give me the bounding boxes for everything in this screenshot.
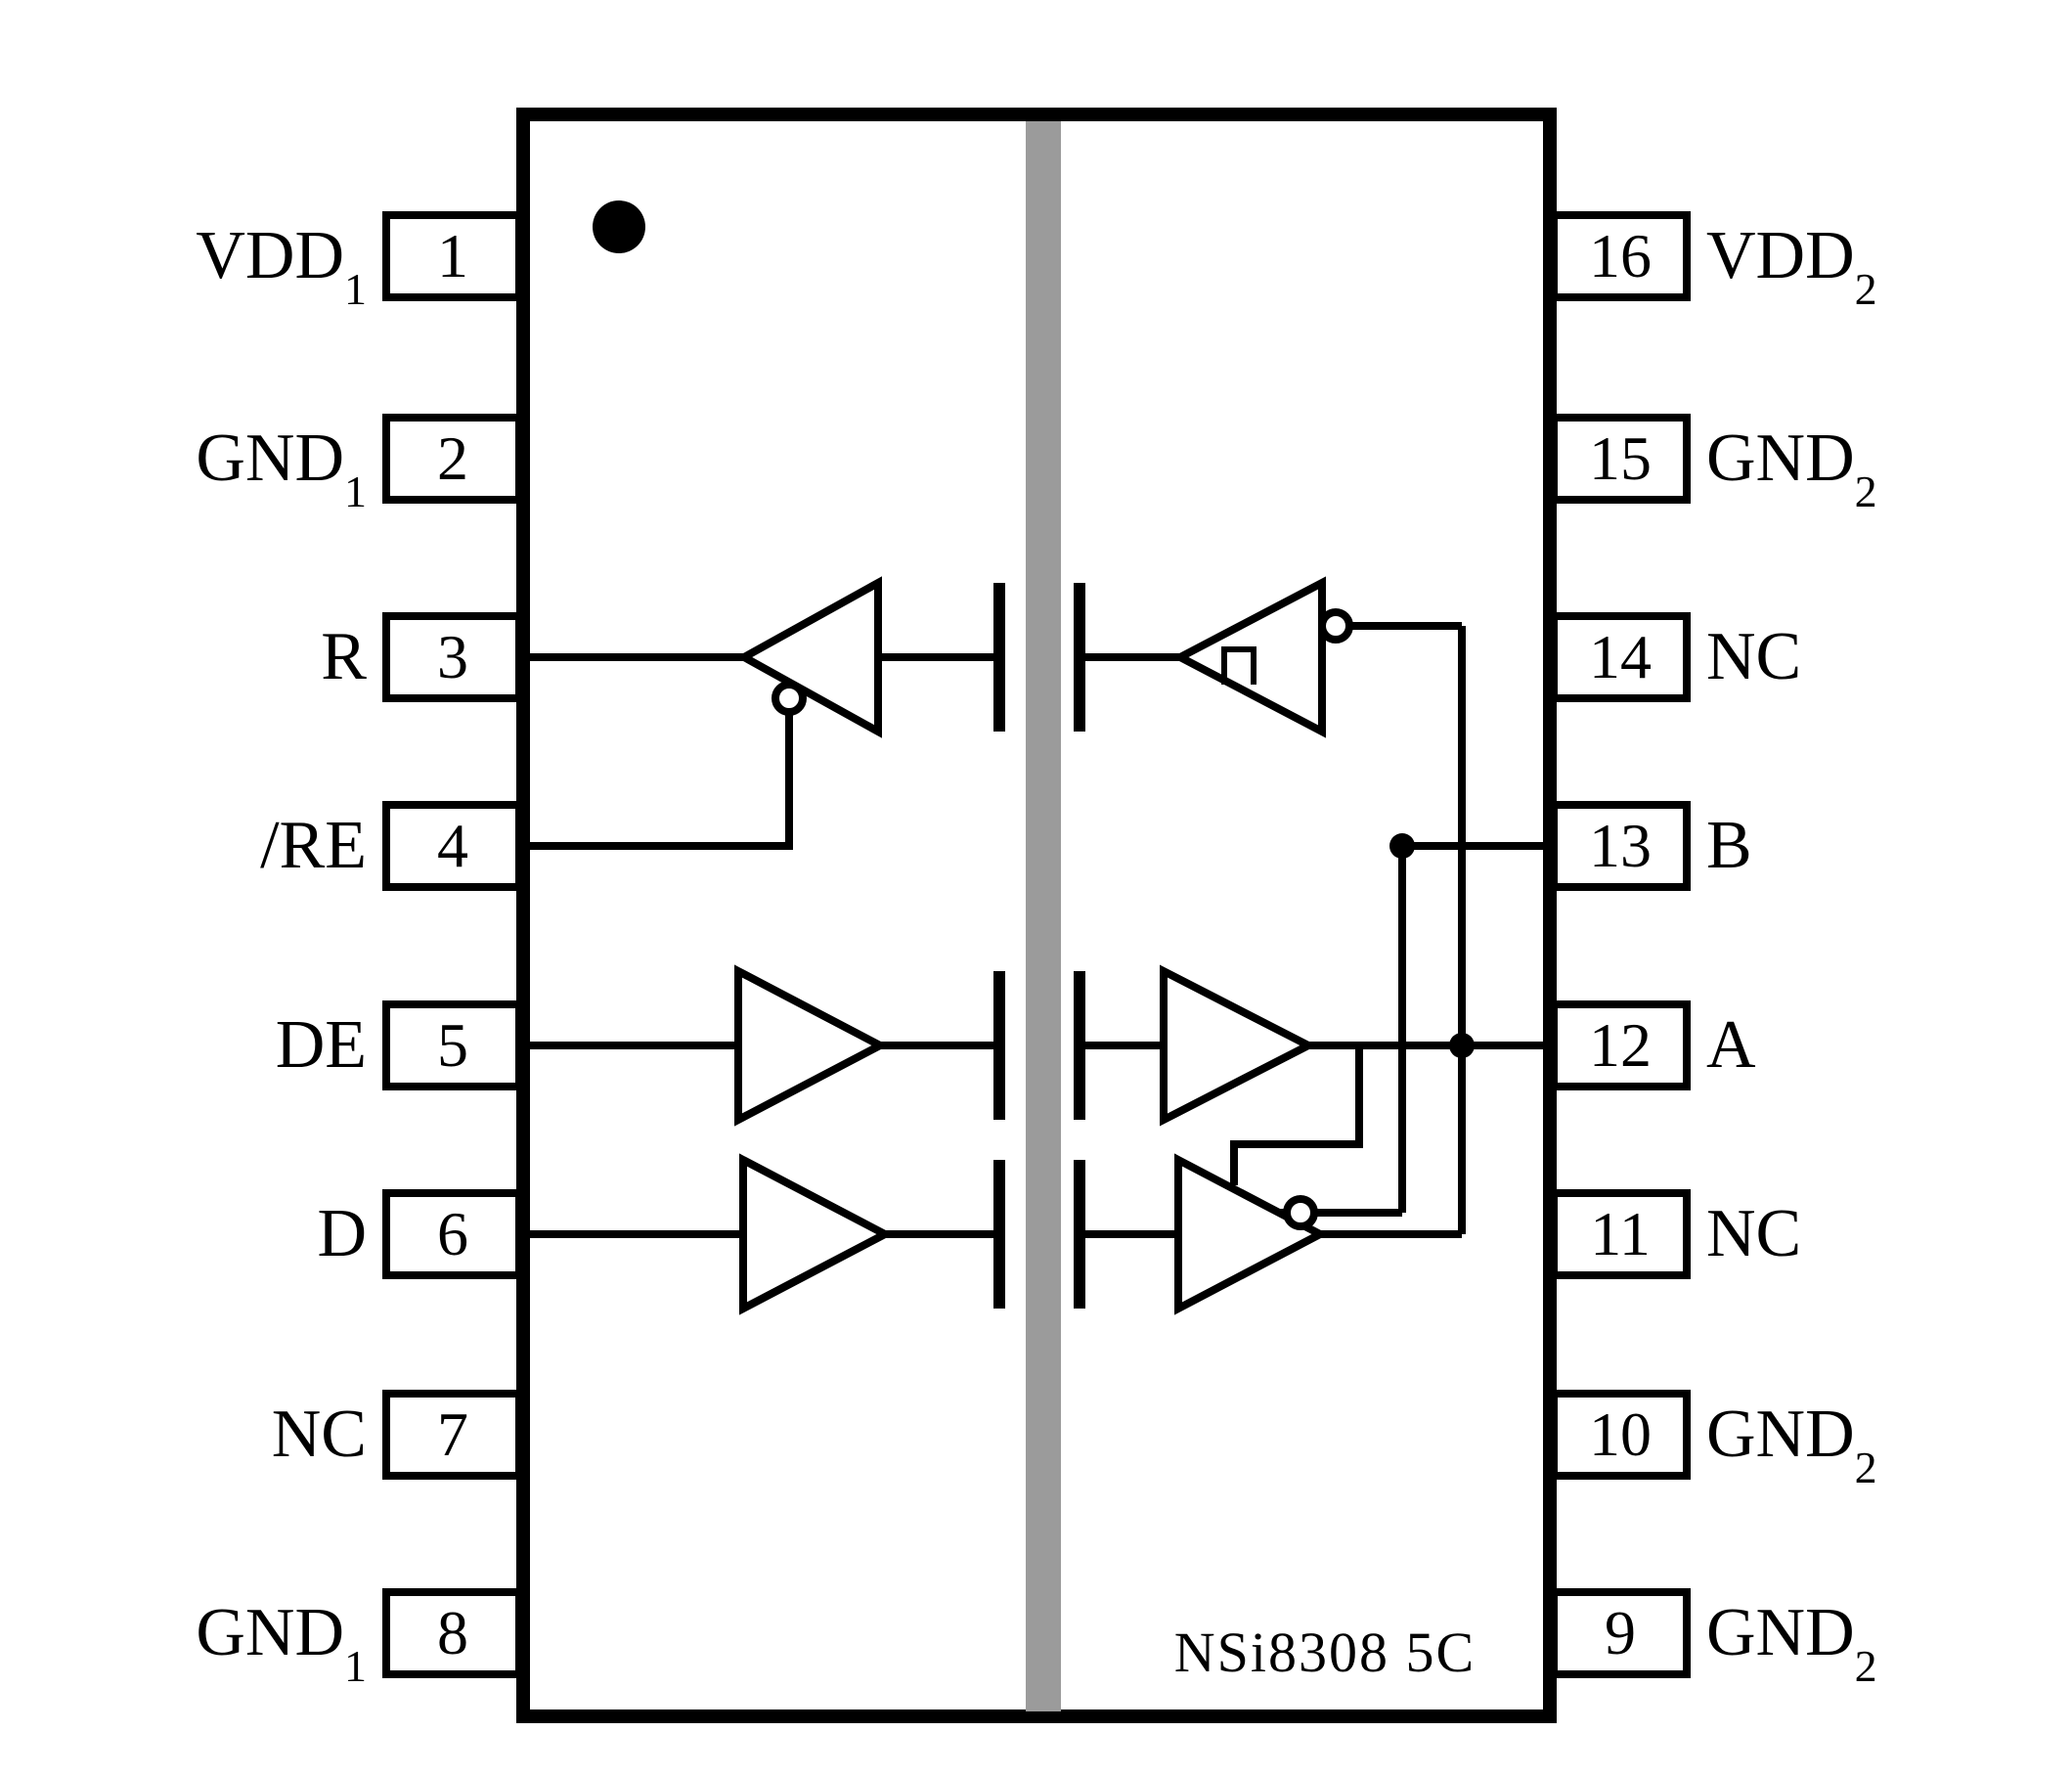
pin-label-text: R [321, 619, 367, 694]
bus-driver [1174, 1153, 1329, 1315]
pin-box-10: 10 [1550, 1390, 1691, 1480]
pin-label-nc-left: NC [39, 1390, 367, 1480]
pin-label-text: B [1706, 808, 1752, 883]
pin-label-sub: 1 [344, 466, 367, 516]
pin-number: 6 [437, 1199, 468, 1268]
pin-box-16: 16 [1550, 211, 1691, 301]
schmitt-symbol [1221, 646, 1256, 685]
barrier-capacitors [993, 583, 1085, 1309]
pin-number: 8 [437, 1598, 468, 1667]
pin-number: 4 [437, 811, 468, 880]
pin-label-sub: 1 [344, 1641, 367, 1691]
de-buffer-left [734, 964, 889, 1127]
pin-label-vdd1: VDD1 [39, 211, 367, 312]
pin-label-text: DE [275, 1007, 367, 1083]
pin-number: 9 [1605, 1598, 1636, 1667]
pin-number: 2 [437, 423, 468, 493]
pin-box-7: 7 [382, 1390, 523, 1480]
pin-box-15: 15 [1550, 414, 1691, 504]
pin-label-text: GND [196, 421, 344, 496]
pin-label-nc-14: NC [1706, 612, 2058, 702]
pin-label-de: DE [39, 1000, 367, 1090]
pin-number: 7 [437, 1399, 468, 1469]
pin-label-gnd1-bottom: GND1 [39, 1588, 367, 1689]
receiver-enable-bubble [771, 681, 807, 716]
pin-label-text: GND [1706, 1397, 1855, 1472]
pin-label-b: B [1706, 801, 2058, 891]
pin-label-d: D [39, 1189, 367, 1279]
pin-number: 10 [1589, 1399, 1652, 1469]
pin-label-text: GND [1706, 421, 1855, 496]
pin-box-5: 5 [382, 1000, 523, 1090]
wires [523, 622, 1550, 1238]
pin-label-r: R [39, 612, 367, 702]
pin-label-sub: 2 [1854, 466, 1877, 516]
bubbles [771, 608, 1353, 1230]
chip-part-number: NSi8308 5C [1173, 1621, 1477, 1684]
pin-number: 14 [1589, 622, 1652, 691]
pin-label-text: /RE [260, 808, 367, 883]
pin-box-12: 12 [1550, 1000, 1691, 1090]
pin-label-a: A [1706, 1000, 2058, 1090]
junction-dot-a [1449, 1033, 1475, 1058]
pin-label-gnd2-9: GND2 [1706, 1588, 2058, 1689]
pin-number: 16 [1589, 221, 1652, 290]
pin-label-text: VDD [196, 218, 344, 293]
pin-label-sub: 2 [1854, 1443, 1877, 1492]
pin1-indicator-dot [593, 200, 645, 253]
driver-invert-bubble [1283, 1195, 1318, 1230]
pin-label-text: NC [1706, 619, 1802, 694]
pin-box-13: 13 [1550, 801, 1691, 891]
pin-label-sub: 2 [1854, 264, 1877, 314]
pin-number: 12 [1589, 1010, 1652, 1080]
pin-box-14: 14 [1550, 612, 1691, 702]
d-buffer-left [739, 1153, 894, 1315]
pin-label-text: A [1706, 1007, 1756, 1083]
pin-box-2: 2 [382, 414, 523, 504]
schmitt-input-bubble [1318, 608, 1353, 644]
pin-label-gnd2-10: GND2 [1706, 1390, 2058, 1490]
pin-label-sub: 1 [344, 264, 367, 314]
wire-enable-step [1230, 1045, 1363, 1185]
pin-box-1: 1 [382, 211, 523, 301]
pin-box-6: 6 [382, 1189, 523, 1279]
pin-box-3: 3 [382, 612, 523, 702]
pin-box-8: 8 [382, 1588, 523, 1678]
pin-box-4: 4 [382, 801, 523, 891]
pin-label-gnd1: GND1 [39, 414, 367, 514]
isolation-barrier [1026, 121, 1061, 1711]
pin-number: 15 [1589, 423, 1652, 493]
buffers [734, 576, 1329, 1315]
pin-number: 3 [437, 622, 468, 691]
pin-label-text: NC [271, 1397, 367, 1472]
pin-label-gnd2-top: GND2 [1706, 414, 2058, 514]
pin-label-text: GND [1706, 1595, 1855, 1670]
pin-label-sub: 2 [1854, 1641, 1877, 1691]
pin-number: 11 [1590, 1199, 1651, 1268]
pin-box-11: 11 [1550, 1189, 1691, 1279]
pin-label-vdd2: VDD2 [1706, 211, 2058, 312]
pin-number: 5 [437, 1010, 468, 1080]
pin-label-text: GND [196, 1595, 344, 1670]
pin-label-text: D [317, 1196, 367, 1271]
junction-dot-b [1389, 833, 1415, 859]
pin-box-9: 9 [1550, 1588, 1691, 1678]
pin-number: 13 [1589, 811, 1652, 880]
pin-label-re: /RE [39, 801, 367, 891]
pin-label-nc-11: NC [1706, 1189, 2058, 1279]
pin-label-text: NC [1706, 1196, 1802, 1271]
receiver-output-buffer [735, 576, 882, 738]
pin-number: 1 [437, 221, 468, 290]
wire-re-enable [523, 712, 793, 850]
pin-label-text: VDD [1706, 218, 1855, 293]
de-buffer-right [1160, 964, 1317, 1127]
